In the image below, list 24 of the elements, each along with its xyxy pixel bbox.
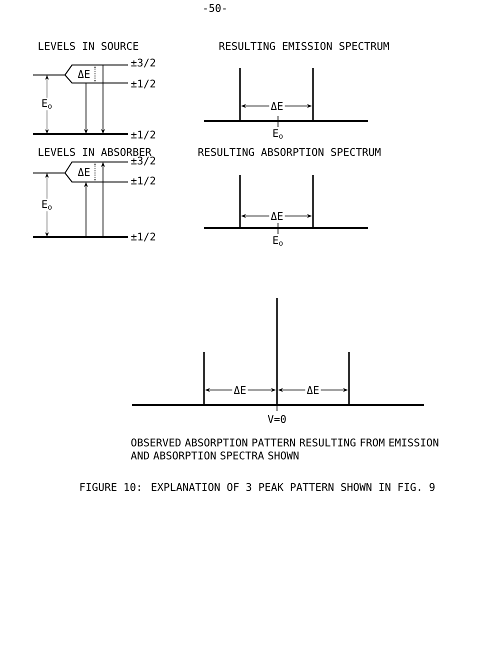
delta-e-label: ΔE (269, 210, 285, 222)
pattern-description: OBSERVED ABSORPTION PATTERN RESULTING FROM EMISSION AND ABSORPTION SPECTRA SHOWN (130, 438, 438, 460)
delta-e-label: ΔE (78, 168, 90, 176)
level-title: LEVELS IN ABSORBER (38, 148, 152, 156)
spin-label: ±1/2 (131, 232, 156, 242)
delta-e-label: ΔE (78, 70, 90, 78)
spin-label: ±1/2 (131, 80, 156, 88)
delta-e-label: ΔE (232, 384, 248, 396)
energy-label: E$_{o}$ (40, 198, 54, 212)
delta-e-label: ΔE (269, 100, 285, 112)
page-number: -50- (204, 4, 226, 12)
energy-label: E$_{o}$ (273, 236, 283, 246)
energy-label: E$_{o}$ (40, 98, 54, 110)
axis-label: V=0 (268, 415, 286, 423)
level-title: LEVELS IN SOURCE (38, 42, 138, 50)
spin-label: ±1/2 (131, 130, 156, 140)
figure-caption: FIGURE 10: EXPLANATION OF 3 PEAK PATTERN SHOWN IN FIG. 9 (80, 483, 435, 491)
spin-label: ±3/2 (131, 156, 156, 166)
spectrum-title: RESULTING EMISSION SPECTRUM (219, 42, 389, 50)
spectrum-title: RESULTING ABSORPTION SPECTRUM (198, 148, 381, 156)
spin-label: ±3/2 (131, 58, 156, 68)
spin-label: ±1/2 (131, 176, 156, 186)
delta-e-label: ΔE (305, 384, 321, 396)
energy-label: E$_{o}$ (273, 129, 283, 139)
